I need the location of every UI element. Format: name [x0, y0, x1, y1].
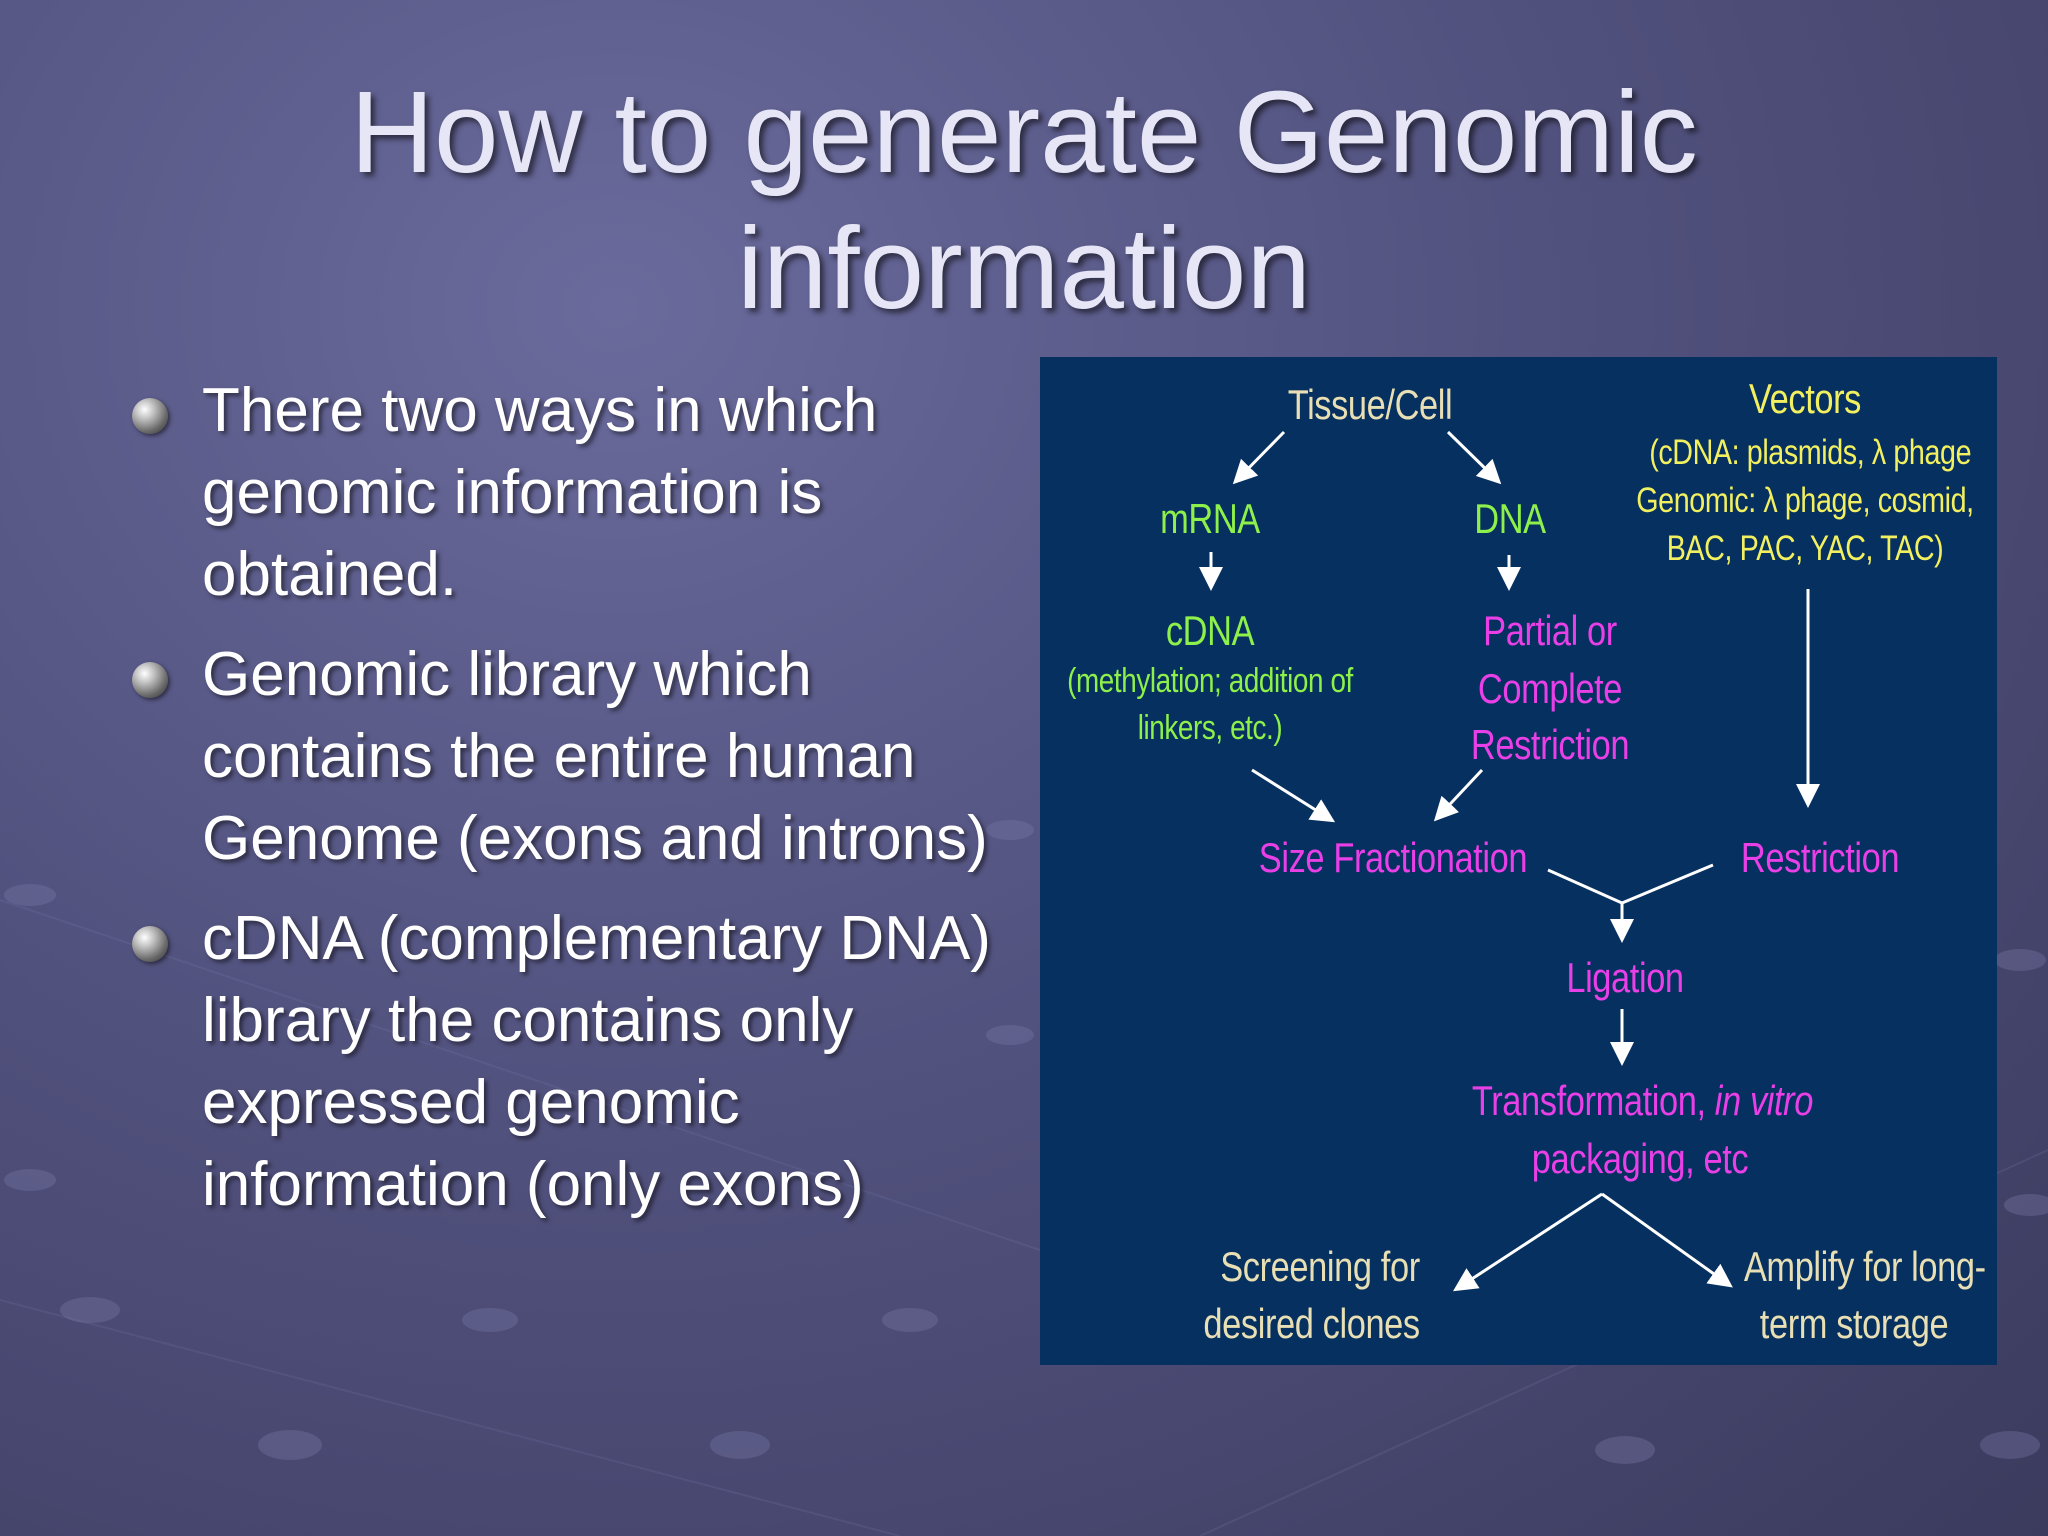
vectors-line-3: BAC, PAC, YAC, TAC) [1666, 529, 1944, 568]
bullet-text: cDNA (complementary DNA) library the con… [202, 904, 991, 1219]
page-title: How to generate Genomic information [0, 64, 2048, 336]
arrow-tissue-to-dna [1446, 430, 1502, 485]
node-amplify-line-2: term storage [1759, 1300, 1949, 1347]
bullet-icon [132, 662, 168, 698]
in-vitro-text: in vitro [1714, 1077, 1814, 1124]
bullet-item: Genomic library which contains the entir… [130, 634, 1010, 880]
node-mrna: mRNA [1160, 495, 1260, 542]
node-transformation-line-1: Transformation, in vitro [1471, 1077, 1813, 1125]
cdna-note-line-1: (methylation; addition of [1067, 662, 1353, 700]
node-dna: DNA [1474, 495, 1546, 542]
node-screening-line-2: desired clones [1203, 1300, 1420, 1347]
node-transformation-line-2: packaging, etc [1531, 1135, 1749, 1182]
node-ligation: Ligation [1566, 954, 1684, 1001]
title-line-2: information [737, 203, 1311, 333]
node-partial-line-3: Restriction [1470, 721, 1630, 768]
arrow-tissue-to-mrna [1232, 430, 1286, 485]
bullet-icon [132, 926, 168, 962]
bullet-list: There two ways in which genomic informat… [130, 370, 1010, 1244]
node-vectors: Vectors [1748, 375, 1861, 422]
bullet-text: There two ways in which genomic informat… [202, 376, 878, 609]
node-size-fractionation: Size Fractionation [1258, 834, 1528, 881]
bullet-item: cDNA (complementary DNA) library the con… [130, 898, 1010, 1226]
node-restriction: Restriction [1740, 834, 1900, 881]
title-line-1: How to generate Genomic [350, 67, 1698, 197]
vectors-line-1: (cDNA: plasmids, λ phage [1649, 433, 1972, 472]
arrow-to-amplify [1601, 1192, 1733, 1288]
bullet-item: There two ways in which genomic informat… [130, 370, 1010, 616]
node-partial-line-2: Complete [1477, 665, 1623, 712]
arrow-cdna-to-size [1251, 768, 1336, 823]
bullet-icon [132, 398, 168, 434]
transformation-text: Transformation, [1471, 1077, 1715, 1124]
arrow-partial-to-size [1433, 768, 1484, 822]
cdna-note-line-2: linkers, etc.) [1137, 709, 1283, 747]
diagram-arrows [1199, 430, 1820, 1292]
vectors-line-2: Genomic: λ phage, cosmid, [1636, 481, 1974, 520]
arrow-to-screening [1452, 1192, 1603, 1292]
node-tissue-cell: Tissue/Cell [1287, 381, 1453, 428]
node-screening-line-1: Screening for [1220, 1243, 1420, 1290]
node-partial-line-1: Partial or [1483, 607, 1617, 654]
join-size-restriction [1547, 863, 1714, 905]
library-construction-diagram: Tissue/Cell mRNA DNA cDNA (methylation; … [1040, 357, 1997, 1365]
bullet-text: Genomic library which contains the entir… [202, 640, 988, 873]
node-cdna: cDNA [1165, 607, 1255, 654]
node-amplify-line-1: Amplify for long- [1743, 1243, 1986, 1290]
